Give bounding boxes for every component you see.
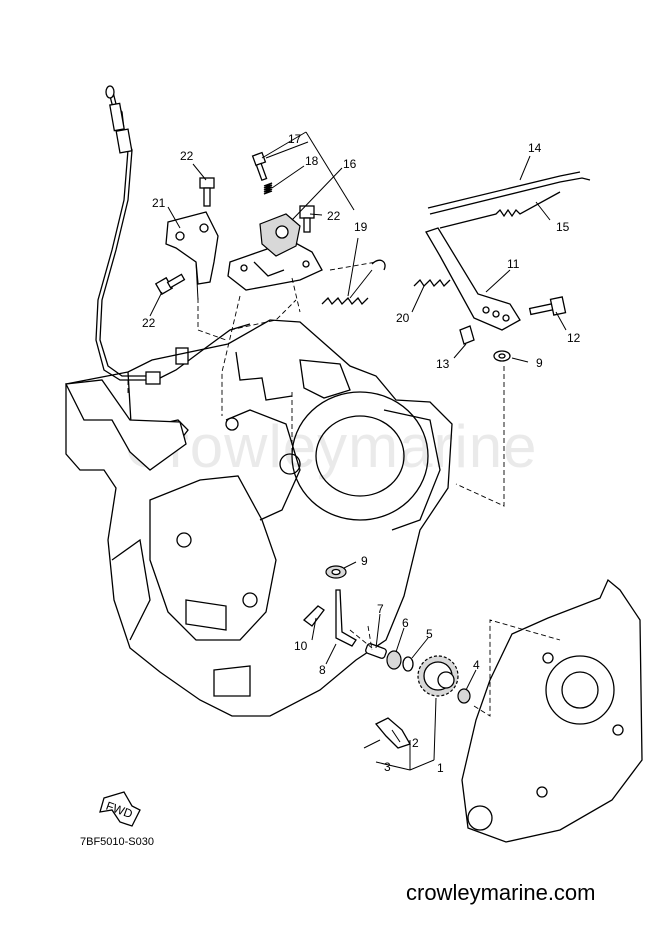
callout-15: 15: [556, 220, 570, 234]
washer-9-bottom: [325, 565, 347, 579]
crankcase-cover: [461, 578, 643, 843]
bolt-22-left: [154, 273, 186, 296]
screw-17: [251, 151, 268, 182]
callout-22-right: 22: [327, 209, 341, 223]
assembly-guide-lines: [127, 261, 561, 717]
bolt-12: [528, 296, 567, 316]
washer-4: [457, 688, 471, 704]
callout-3: 3: [384, 760, 391, 774]
throttle-cable: [95, 85, 251, 385]
washer-6: [386, 650, 402, 670]
footer-site-text: crowleymarine.com: [406, 880, 596, 905]
governor-shaft-8: [335, 589, 357, 647]
callout-17: 17: [288, 132, 302, 146]
block-13: [459, 325, 475, 345]
governor-gear-1: [417, 655, 459, 697]
fwd-arrow-icon: FWD: [99, 791, 141, 827]
callout-16: 16: [343, 157, 357, 171]
callout-22-top: 22: [180, 149, 194, 163]
callout-2: 2: [412, 736, 419, 750]
cable-mount-bracket: [65, 379, 187, 471]
pin-3: [363, 739, 381, 749]
control-rods-14-15: [427, 171, 591, 229]
callout-14: 14: [528, 141, 542, 155]
callout-5: 5: [426, 627, 433, 641]
callout-12: 12: [567, 331, 581, 345]
callout-1: 1: [437, 761, 444, 775]
leader-lines: [149, 131, 567, 771]
callout-22-left: 22: [142, 316, 156, 330]
callout-4: 4: [473, 658, 480, 672]
callout-6: 6: [402, 616, 409, 630]
callout-9-upper: 9: [536, 356, 543, 370]
spring-18: [263, 182, 273, 195]
callout-18: 18: [305, 154, 319, 168]
bolt-22-right: [299, 205, 315, 233]
link-bracket-16: [227, 213, 323, 291]
spring-20: [371, 259, 451, 288]
callout-13: 13: [436, 357, 450, 371]
governor-weight-2: [374, 717, 411, 749]
callout-20: 20: [396, 311, 410, 325]
clip-10: [303, 605, 325, 627]
bracket-21: [165, 211, 219, 301]
spring-19: [321, 269, 373, 306]
callout-11: 11: [507, 257, 520, 271]
callout-10: 10: [294, 639, 308, 653]
callout-21: 21: [152, 196, 166, 210]
callout-7: 7: [377, 602, 384, 616]
callout-19: 19: [354, 220, 368, 234]
callout-9-lower: 9: [361, 554, 368, 568]
drawing-code: 7BF5010-S030: [80, 836, 154, 848]
bolt-22-top: [199, 177, 215, 207]
lever-11: [425, 227, 521, 331]
watermark-text: Crowleymarine: [124, 413, 538, 480]
callout-8: 8: [319, 663, 326, 677]
circlip-5: [402, 656, 414, 672]
washer-9-top: [493, 350, 511, 362]
